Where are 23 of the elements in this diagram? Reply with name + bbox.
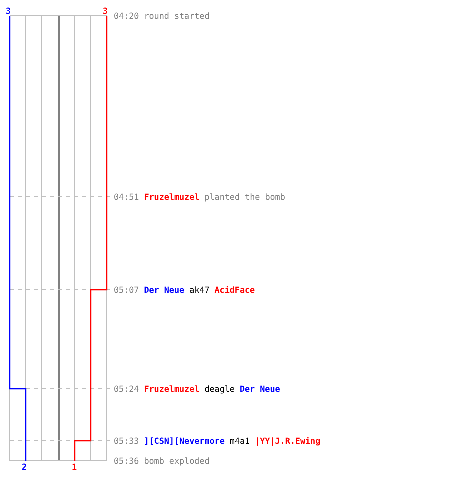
player-count: 2 bbox=[22, 462, 28, 472]
weapon-name: ak47 bbox=[190, 285, 210, 295]
player-name: Fruzelmuzel bbox=[144, 192, 200, 202]
player-name: ][CSN][Nevermore bbox=[144, 436, 225, 446]
player-name: Der Neue bbox=[240, 384, 280, 394]
timestamp: 05:33 bbox=[114, 436, 140, 446]
player-name: Fruzelmuzel bbox=[144, 384, 200, 394]
event-text: bomb exploded bbox=[144, 456, 210, 466]
timestamp: 05:07 bbox=[114, 285, 140, 295]
event-text: round started bbox=[144, 11, 210, 21]
weapon-name: m4a1 bbox=[230, 436, 250, 446]
timestamp: 05:36 bbox=[114, 456, 140, 466]
timestamp: 05:24 bbox=[114, 384, 140, 394]
timestamp: 04:20 bbox=[114, 11, 140, 21]
player-count: 3 bbox=[103, 6, 108, 16]
timestamp: 04:51 bbox=[114, 192, 140, 202]
player-name: AcidFace bbox=[214, 285, 256, 295]
player-name: |YY|J.R.Ewing bbox=[255, 436, 321, 446]
event-text: planted the bomb bbox=[204, 192, 286, 202]
player-name: Der Neue bbox=[144, 285, 185, 295]
weapon-name: deagle bbox=[204, 384, 235, 394]
player-count: 1 bbox=[72, 462, 78, 472]
player-count: 3 bbox=[6, 6, 12, 16]
